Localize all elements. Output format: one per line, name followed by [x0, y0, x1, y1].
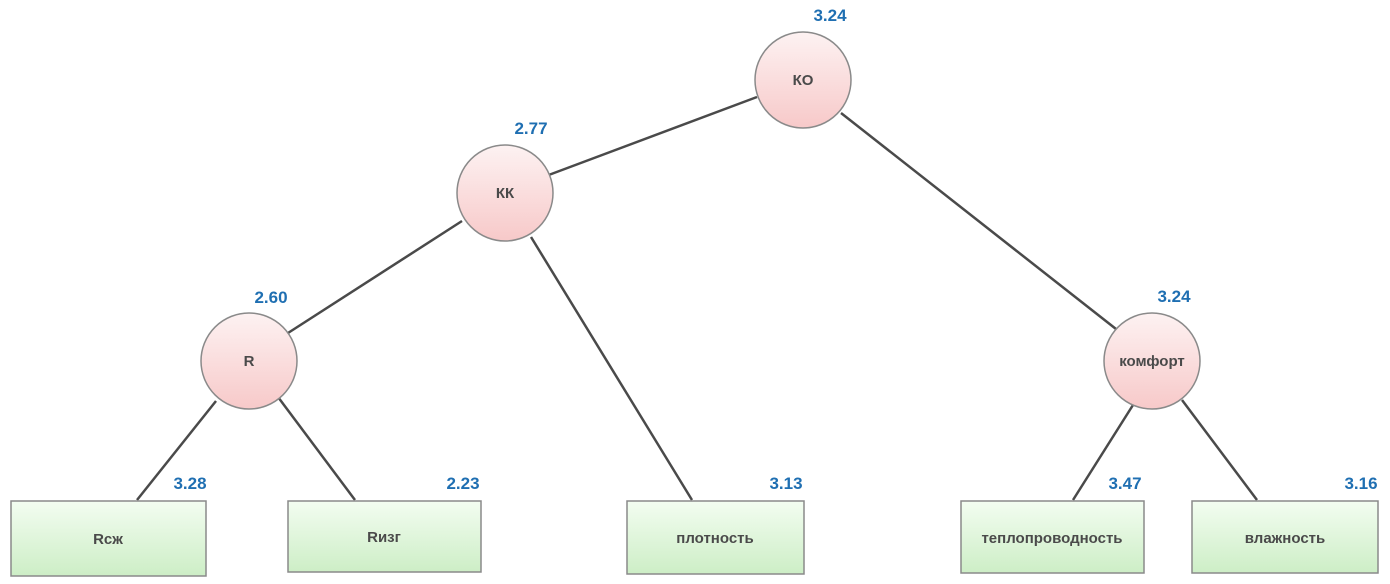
node-kk-label: КК — [496, 185, 515, 202]
node-vlazhnost-score: 3.16 — [1344, 474, 1377, 493]
node-rizg[interactable]: Rизг 2.23 — [287, 474, 482, 573]
edge-kk-plotnost — [529, 236, 694, 501]
edge-komfort-vlazhnost — [1181, 399, 1258, 501]
node-teplo-score: 3.47 — [1108, 474, 1141, 493]
node-komfort-circle — [1103, 312, 1201, 410]
node-teplo[interactable]: теплопроводность 3.47 — [960, 474, 1145, 574]
node-ko-label: КО — [793, 72, 814, 89]
node-rszh-box — [10, 500, 207, 577]
node-rizg-label: Rизг — [367, 529, 401, 546]
node-plotnost-label: плотность — [676, 530, 753, 547]
node-kk-circle — [456, 144, 554, 242]
node-teplo-box — [960, 500, 1145, 574]
node-vlazhnost[interactable]: влажность 3.16 — [1191, 474, 1379, 574]
node-komfort-score: 3.24 — [1157, 287, 1191, 306]
node-ko-score: 3.24 — [813, 6, 847, 25]
edges — [136, 95, 1258, 501]
node-rszh-label: Rсж — [93, 531, 123, 548]
node-vlazhnost-box — [1191, 500, 1379, 574]
node-vlazhnost-label: влажность — [1245, 530, 1325, 547]
node-rszh-score: 3.28 — [173, 474, 206, 493]
node-ko[interactable]: КО 3.24 — [754, 6, 852, 129]
node-plotnost-score: 3.13 — [769, 474, 802, 493]
edge-ko-kk — [545, 95, 758, 178]
node-rizg-score: 2.23 — [446, 474, 479, 493]
node-r-label: R — [244, 353, 255, 370]
edge-ko-komfort — [840, 112, 1117, 330]
node-plotnost[interactable]: плотность 3.13 — [626, 474, 805, 575]
node-kk-score: 2.77 — [514, 119, 547, 138]
node-r[interactable]: R 2.60 — [200, 288, 298, 410]
node-rszh[interactable]: Rсж 3.28 — [10, 474, 207, 577]
node-ko-circle — [754, 31, 852, 129]
edge-komfort-teplo — [1071, 404, 1135, 501]
node-kk[interactable]: КК 2.77 — [456, 119, 554, 242]
node-plotnost-box — [626, 500, 805, 575]
node-komfort[interactable]: комфорт 3.24 — [1103, 287, 1201, 410]
node-r-score: 2.60 — [254, 288, 287, 307]
node-r-circle — [200, 312, 298, 410]
edge-kk-r — [287, 219, 463, 335]
node-rizg-box — [287, 500, 482, 573]
edge-r-rizg — [276, 396, 357, 501]
node-teplo-label: теплопроводность — [981, 530, 1122, 547]
node-komfort-label: комфорт — [1119, 353, 1185, 370]
edge-r-rszh — [136, 400, 217, 501]
